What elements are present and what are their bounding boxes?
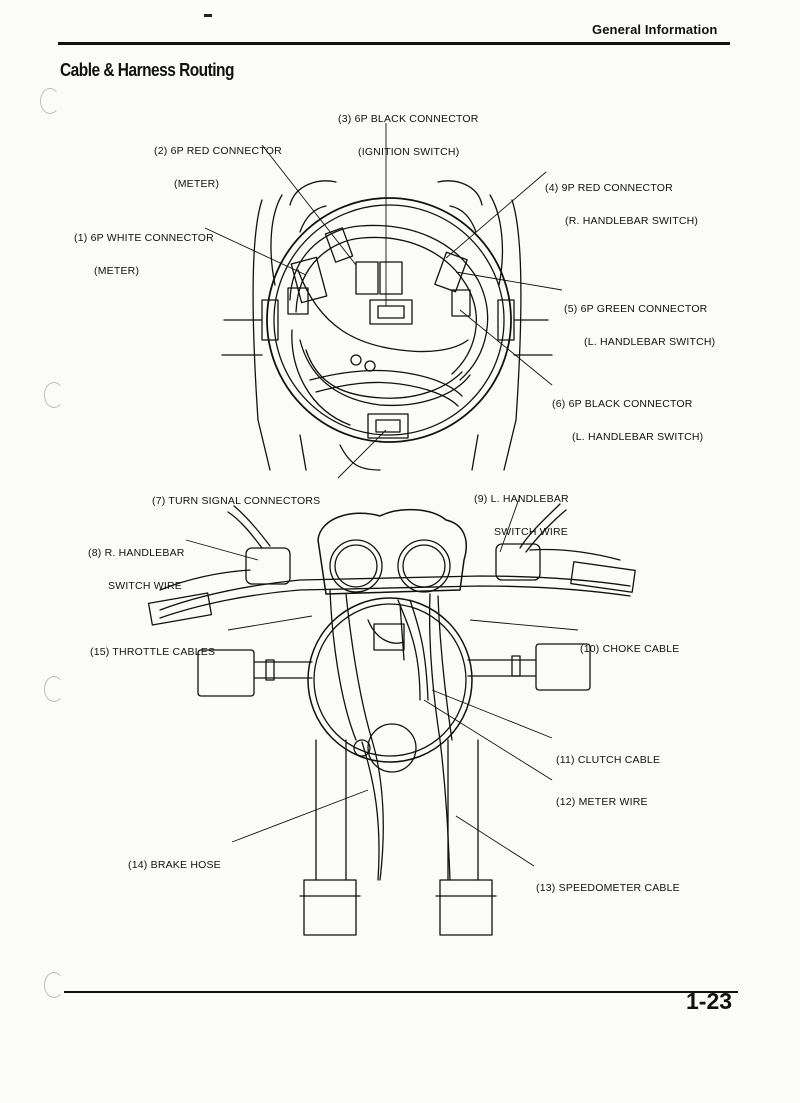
- label-speedometer-cable: (13) SPEEDOMETER CABLE: [536, 882, 680, 894]
- label-turn-signal-connectors: (7) TURN SIGNAL CONNECTORS: [152, 495, 321, 507]
- label-6p-black-connector-ignition: (3) 6P BLACK CONNECTOR (IGNITION SWITCH): [338, 113, 479, 158]
- headlight-case-drawing: [221, 180, 553, 471]
- label-l-handlebar-switch-wire: (9) L. HANDLEBAR SWITCH WIRE: [474, 493, 569, 538]
- footer-rule: [64, 991, 738, 993]
- punch-hole-icon: [44, 676, 64, 702]
- label-6p-green-connector: (5) 6P GREEN CONNECTOR (L. HANDLEBAR SWI…: [564, 303, 716, 348]
- page-number: 1-23: [686, 988, 733, 1014]
- label-6p-black-connector-lswitch: (6) 6P BLACK CONNECTOR (L. HANDLEBAR SWI…: [552, 398, 704, 443]
- label-9p-red-connector: (4) 9P RED CONNECTOR (R. HANDLEBAR SWITC…: [545, 182, 699, 227]
- label-meter-wire: (12) METER WIRE: [556, 796, 648, 808]
- scan-mark: [204, 14, 212, 17]
- punch-hole-icon: [44, 382, 64, 408]
- punch-hole-icon: [40, 88, 60, 114]
- section-title: Cable & Harness Routing: [60, 60, 234, 80]
- label-r-handlebar-switch-wire: (8) R. HANDLEBAR SWITCH WIRE: [88, 547, 185, 592]
- punch-hole-icon: [44, 972, 64, 998]
- label-6p-white-connector: (1) 6P WHITE CONNECTOR (METER): [74, 232, 214, 277]
- handlebar-assembly-drawing: [147, 503, 636, 936]
- label-choke-cable: (10) CHOKE CABLE: [580, 643, 680, 655]
- header-rule: [58, 42, 730, 45]
- label-clutch-cable: (11) CLUTCH CABLE: [556, 754, 661, 766]
- label-6p-red-connector-meter: (2) 6P RED CONNECTOR (METER): [154, 145, 282, 190]
- leader-lines: [185, 123, 579, 867]
- label-brake-hose: (14) BRAKE HOSE: [128, 859, 221, 871]
- label-throttle-cables: (15) THROTTLE CABLES: [90, 646, 216, 658]
- header-title: General Information: [592, 22, 718, 37]
